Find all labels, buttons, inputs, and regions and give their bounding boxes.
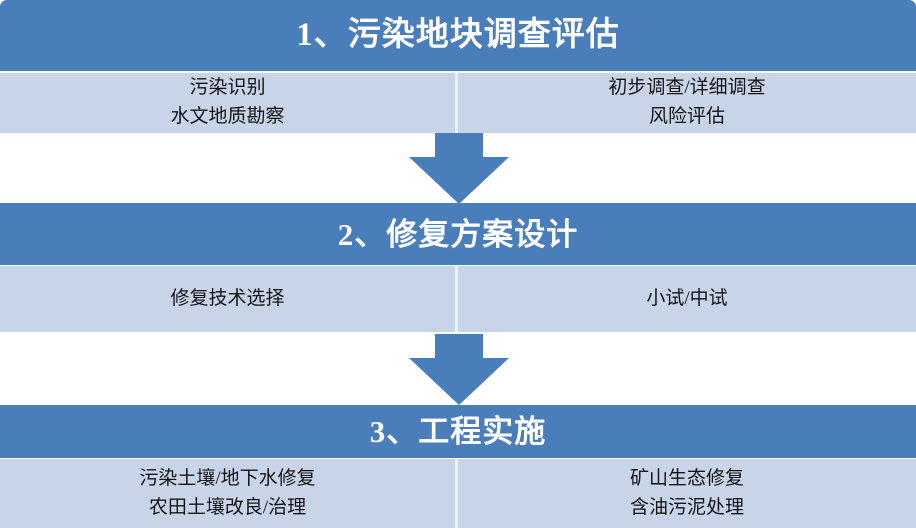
stage-2-header: 2、修复方案设计 (0, 203, 916, 265)
stage-3-right-line-1: 矿山生态修复 (629, 467, 744, 489)
arrow-2-head (409, 358, 509, 405)
stage-1-body: 污染识别 水文地质勘察 初步调查/详细调查 风险评估 (0, 73, 916, 133)
stage-2-title: 2、修复方案设计 (337, 216, 579, 252)
arrow-down-icon-2 (409, 334, 509, 405)
stage-2-left-column: 修复技术选择 (0, 266, 458, 332)
stage-3-left-column: 污染土壤/地下水修复 农田土壤改良/治理 (0, 459, 458, 528)
stage-1-header: 1、污染地块调查评估 (0, 0, 916, 71)
stage-1-right-column: 初步调查/详细调查 风险评估 (458, 73, 916, 133)
stage-2-body: 修复技术选择 小试/中试 (0, 266, 916, 332)
arrow-1-shaft (435, 133, 483, 160)
stage-1-title: 1、污染地块调查评估 (296, 17, 620, 53)
stage-2-right-line-1: 小试/中试 (646, 287, 728, 309)
stage-1-left-column: 污染识别 水文地质勘察 (0, 73, 458, 133)
arrow-2-shaft (435, 334, 483, 361)
arrow-1-head (409, 157, 509, 204)
stage-2-left-line-1: 修复技术选择 (170, 287, 285, 309)
stage-1-right-line-1: 初步调查/详细调查 (608, 77, 766, 99)
stage-1-left-line-2: 水文地质勘察 (170, 106, 285, 127)
stage-3-title: 3、工程实施 (369, 414, 547, 449)
stage-3-header: 3、工程实施 (0, 405, 916, 458)
stage-3-left-line-1: 污染土壤/地下水修复 (139, 467, 316, 489)
stage-3-right-column: 矿山生态修复 含油污泥处理 (458, 459, 916, 528)
arrow-down-icon-1 (409, 133, 509, 204)
stage-3-right-line-2: 含油污泥处理 (629, 496, 744, 518)
stage-3-left-line-2: 农田土壤改良/治理 (148, 496, 307, 518)
stage-2-right-column: 小试/中试 (458, 266, 916, 332)
stage-1-left-line-1: 污染识别 (189, 77, 266, 99)
stage-1-right-line-2: 风险评估 (648, 106, 725, 127)
stage-3-body: 污染土壤/地下水修复 农田土壤改良/治理 矿山生态修复 含油污泥处理 (0, 459, 916, 528)
